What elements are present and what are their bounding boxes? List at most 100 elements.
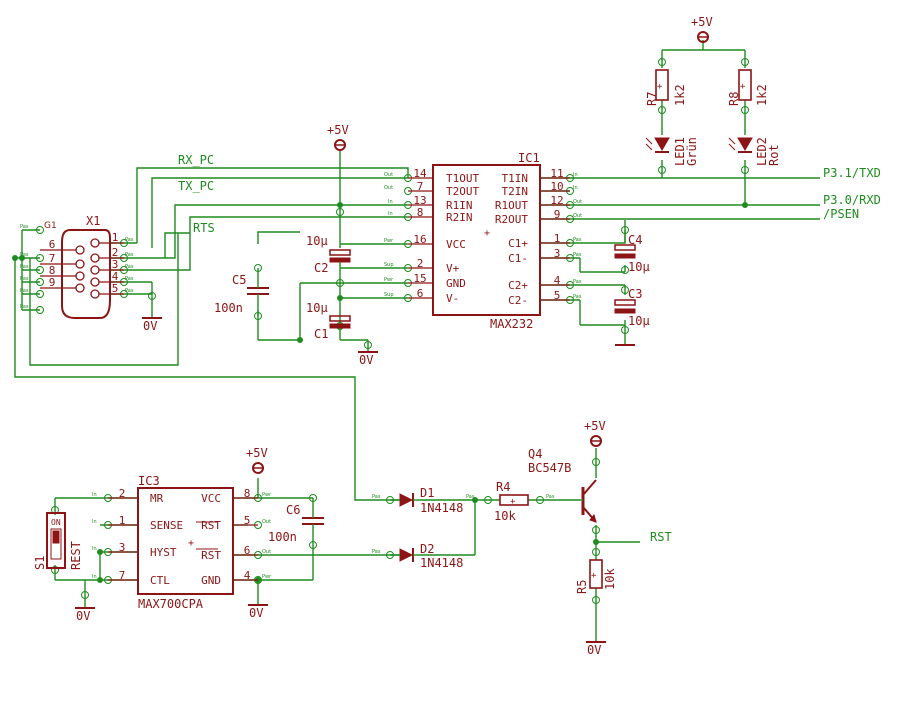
gnd-label: 0V: [249, 606, 263, 620]
ic1-pin-name: C1-: [508, 252, 528, 265]
x1-pin-number: 8: [49, 264, 56, 277]
ic1-ref: IC1: [518, 151, 540, 165]
svg-text:+: +: [510, 497, 516, 507]
r4-resistor: + R4 10k: [494, 480, 529, 523]
x1-pin-number: 1: [112, 231, 119, 244]
pin-tag: Pas: [20, 276, 29, 282]
vcc-label: +5V: [584, 419, 606, 433]
q4-ref: Q4: [528, 447, 542, 461]
pin-tag: Out: [384, 172, 393, 178]
pin-tag: Pas: [20, 224, 29, 230]
pin-tag: In: [388, 199, 393, 205]
ic1-pin-number: 14: [413, 167, 427, 180]
ic3-ref: IC3: [138, 474, 160, 488]
pin-tag: Pas: [466, 494, 475, 500]
ic3-pin-name: CTL: [150, 574, 170, 587]
ic3-pin-number: 2: [119, 487, 126, 500]
r5-resistor: + R5 10k: [575, 559, 617, 594]
ic1-pin-name: C2-: [508, 294, 528, 307]
led2-ref: LED2: [755, 137, 769, 166]
ic1-pin-number: 1: [554, 232, 561, 245]
c2-ref: C2: [314, 261, 328, 275]
ic1-pin-name: T1OUT: [446, 172, 479, 185]
svg-text:+: +: [657, 82, 663, 92]
c2-capacitor: 10µ C2: [306, 234, 351, 275]
pin-type-tags: Out Out In In Pwr Sup Pwr Sup In In Out …: [20, 172, 582, 580]
pin-tag: In: [573, 172, 578, 178]
pin-tag: In: [388, 211, 393, 217]
c1-ref: C1: [314, 327, 328, 341]
svg-text:+: +: [484, 228, 490, 239]
svg-text:+: +: [591, 571, 597, 581]
net-psen: /PSEN: [823, 207, 859, 221]
pin-tag: Pwr: [384, 238, 394, 244]
s1-value: REST: [69, 541, 83, 570]
c2-value: 10µ: [306, 234, 328, 248]
led1-ref: LED1: [673, 137, 687, 166]
ic1-pin-name: GND: [446, 277, 466, 290]
pin-tag: Pwr: [262, 492, 272, 498]
pin-tag: Pwr: [262, 574, 272, 580]
pin-tag: Pas: [125, 276, 134, 282]
r4-value: 10k: [494, 509, 516, 523]
c6-value: 100n: [268, 530, 297, 544]
gnd-label: 0V: [359, 353, 373, 367]
ic3-pin-number: 7: [119, 569, 126, 582]
x1-ref: X1: [86, 214, 100, 228]
ic1-pin-number: 13: [413, 194, 426, 207]
pin-tag: Pas: [546, 494, 555, 500]
pin-tag: Out: [384, 185, 393, 191]
ic1-pin-name: T2OUT: [446, 185, 479, 198]
pin-tag: Pas: [372, 549, 381, 555]
ic1-pin-name: R1IN: [446, 199, 473, 212]
ic1-pin-number: 11: [550, 167, 563, 180]
led1: LED1 Grün: [645, 137, 699, 166]
svg-text:+: +: [188, 538, 194, 549]
pin-tag: Pas: [125, 252, 134, 258]
c4-capacitor: C4 10µ: [614, 233, 650, 274]
gnd-label: 0V: [143, 319, 157, 333]
svg-text:+: +: [740, 82, 746, 92]
x1-pin-number: 3: [112, 258, 119, 271]
ic1-max232: IC1 MAX232 + T1OUT14T2OUT7R1IN13R2IN8VCC…: [408, 151, 570, 331]
ic3-pin-name: HYST: [150, 546, 177, 559]
x1-pin-number: 6: [49, 238, 56, 251]
pin-tag: In: [92, 492, 97, 498]
c6-capacitor: C6 100n: [268, 503, 324, 544]
r8-value: 1k2: [755, 84, 769, 106]
c5-ref: C5: [232, 273, 246, 287]
r5-value: 10k: [603, 568, 617, 590]
ic3-pin-number: 5: [244, 514, 251, 527]
ic1-pin-number: 9: [554, 208, 561, 221]
wires: [14, 40, 820, 642]
ic1-pin-name: C2+: [508, 279, 528, 292]
ic1-pin-name: R2IN: [446, 211, 473, 224]
pin-tag: Pas: [372, 494, 381, 500]
d2-value: 1N4148: [420, 556, 463, 570]
s1-ref: S1: [33, 556, 47, 570]
c6-ref: C6: [286, 503, 300, 517]
ic1-pin-number: 15: [413, 272, 426, 285]
ic3-pin-name: MR: [150, 492, 164, 505]
gnd-symbol: 0V: [75, 607, 95, 623]
led2-value: Rot: [767, 144, 781, 166]
net-labels: RX_PC TX_PC RTS P3.1/TXD P3.0/RXD /PSEN …: [178, 153, 881, 544]
vcc-symbol: +5V: [691, 15, 713, 43]
c4-value: 10µ: [628, 260, 650, 274]
x1-pin-number: 9: [49, 276, 56, 289]
pin-tag: Out: [573, 213, 582, 219]
ic3-pin-number: 3: [119, 541, 126, 554]
ic1-pin-number: 10: [550, 180, 563, 193]
r8-ref: R8: [727, 92, 741, 106]
pin-tag: Sup: [384, 262, 394, 268]
pin-tag: Pas: [125, 237, 134, 243]
pin-tag: Out: [573, 199, 582, 205]
pin-tag: Pas: [573, 294, 582, 300]
r8-resistor: + R8 1k2: [727, 69, 769, 106]
pin-tag: Pas: [20, 252, 29, 258]
ic3-value: MAX700CPA: [138, 597, 204, 611]
gnd-symbol: 0V: [586, 641, 606, 657]
r7-resistor: + R7 1k2: [645, 69, 687, 106]
